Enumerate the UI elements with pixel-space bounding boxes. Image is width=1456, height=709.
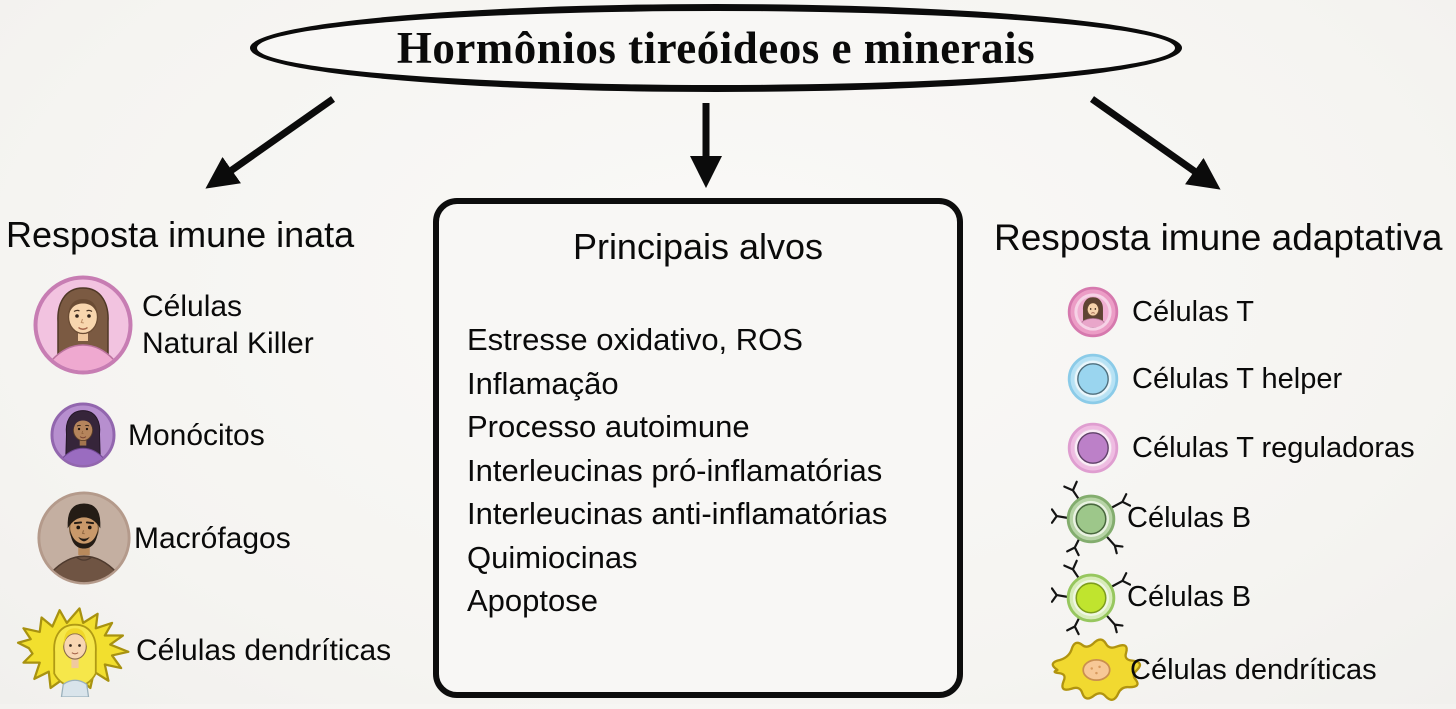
cell-label: Células dendríticas <box>136 633 392 667</box>
cell-label-line: Células <box>142 290 243 323</box>
arrow-to-adaptive-response <box>1089 96 1221 190</box>
list-item: Macrófagos <box>36 490 291 586</box>
diagram-title: Hormônios tireóideos e minerais <box>396 23 1036 73</box>
list-item: Células B <box>1051 557 1252 637</box>
main-targets-box: Principais alvos Estresse oxidativo, ROS… <box>433 198 963 698</box>
cell-label: Células T reguladoras <box>1132 431 1415 464</box>
innate-response-header: Resposta imune inata <box>6 214 355 255</box>
cell-label-line: Natural Killer <box>142 327 314 360</box>
cell-label: Células B <box>1127 501 1252 534</box>
list-item: Células dendríticas <box>16 602 391 698</box>
nk-cell-avatar-icon <box>33 275 133 375</box>
dendritic-cell-icon <box>1048 631 1148 709</box>
list-item: Células Natural Killer <box>33 275 314 375</box>
list-item: Células T helper <box>1067 353 1342 405</box>
monocyte-avatar-icon <box>50 402 116 468</box>
list-item: Processo autoimune <box>467 409 750 444</box>
cell-label: Células T <box>1132 295 1254 328</box>
cell-label: Células Natural Killer <box>142 288 314 362</box>
list-item: Estresse oxidativo, ROS <box>467 322 803 357</box>
arrow-to-innate-response <box>205 96 336 189</box>
t-helper-cell-icon <box>1067 353 1119 405</box>
t-cell-icon <box>1067 286 1119 338</box>
b-cell-lime-icon <box>1051 557 1131 637</box>
cell-label: Células T helper <box>1132 362 1343 395</box>
list-item: Interleucinas pró-inflamatórias <box>467 452 883 488</box>
adaptive-response-header: Resposta imune adaptativa <box>994 217 1443 258</box>
title-ellipse: Hormônios tireóideos e minerais <box>250 4 1182 92</box>
list-item: Células T <box>1067 286 1254 338</box>
cell-label: Macrófagos <box>134 521 291 555</box>
list-item: Interleucinas anti-inflamatórias <box>467 496 888 531</box>
cell-label: Monócitos <box>128 418 265 452</box>
macrophage-avatar-icon <box>36 490 132 586</box>
list-item: Células dendríticas <box>1048 631 1377 709</box>
list-item: Monócitos <box>50 400 265 470</box>
list-item: Inflamação <box>467 365 619 401</box>
main-targets-list: Estresse oxidativo, ROS Inflamação Proce… <box>467 318 887 623</box>
list-item: Células B <box>1051 478 1252 558</box>
list-item: Quimiocinas <box>467 539 638 575</box>
cell-label: Células B <box>1127 580 1252 613</box>
b-cell-green-icon <box>1051 478 1131 558</box>
t-regulatory-cell-icon <box>1067 422 1119 474</box>
list-item: Células T reguladoras <box>1067 422 1415 474</box>
dendritic-cell-avatar-icon <box>16 603 134 697</box>
list-item: Apoptose <box>467 583 598 618</box>
main-targets-title: Principais alvos <box>572 226 824 267</box>
cell-label: Células dendríticas <box>1130 653 1377 686</box>
